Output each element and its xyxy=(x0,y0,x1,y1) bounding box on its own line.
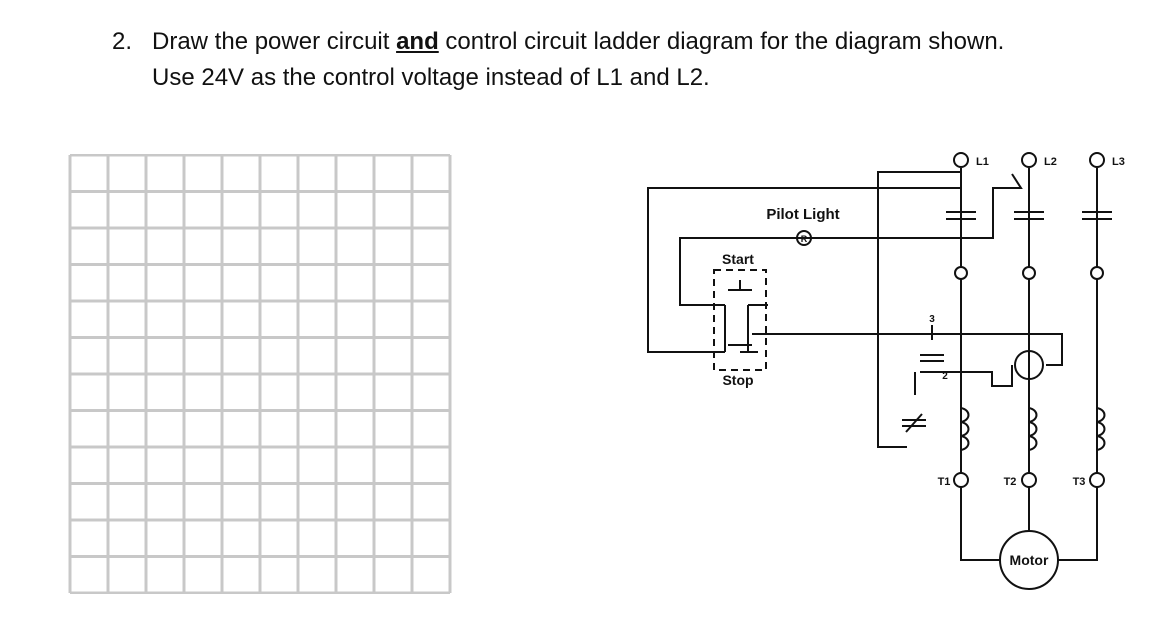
overload-heater-1 xyxy=(960,407,970,451)
label-l1: L1 xyxy=(976,156,989,168)
terminal-l2 xyxy=(1021,152,1037,168)
label-l2: L2 xyxy=(1044,156,1057,168)
label-start: Start xyxy=(722,251,754,267)
motor-lead-t1 xyxy=(960,482,1000,561)
motor-symbol xyxy=(999,530,1059,590)
coil-feed-wire xyxy=(752,333,1063,366)
terminal-l1-mid xyxy=(954,266,968,280)
terminal-l3-mid xyxy=(1090,266,1104,280)
label-t3: T3 xyxy=(1073,476,1086,488)
question-line1-post: control circuit ladder diagram for the d… xyxy=(438,28,1005,55)
label-l3: L3 xyxy=(1112,156,1125,168)
wiring-diagram: L1 L2 L3 Pilot Light R Start Stop 3 2 T1… xyxy=(647,152,1125,590)
overload-heater-2 xyxy=(1028,407,1038,451)
contactor-coil xyxy=(1014,350,1044,380)
question-number: 2. xyxy=(112,28,133,55)
pilot-light-lamp xyxy=(796,230,812,246)
label-motor: Motor xyxy=(1010,552,1049,568)
answer-grid[interactable] xyxy=(68,154,452,594)
label-aux-bot: 2 xyxy=(942,371,948,382)
terminal-t1 xyxy=(953,472,969,488)
terminals xyxy=(953,152,1105,488)
terminal-t2 xyxy=(1021,472,1037,488)
terminal-l3 xyxy=(1089,152,1105,168)
motor-lead-t3 xyxy=(1058,482,1098,561)
labels: L1 L2 L3 Pilot Light R Start Stop 3 2 T1… xyxy=(722,156,1125,568)
question-text: Draw the power circuit and control circu… xyxy=(152,24,1150,96)
terminal-t3 xyxy=(1089,472,1105,488)
label-pilot-light: Pilot Light xyxy=(766,206,839,223)
terminal-l1 xyxy=(953,152,969,168)
coil-return-wire xyxy=(920,365,1013,387)
question-line2: Use 24V as the control voltage instead o… xyxy=(152,64,710,91)
overload-feed-wire xyxy=(877,171,961,448)
label-pilot-lamp: R xyxy=(801,234,808,244)
overload-contact-slash xyxy=(905,413,923,433)
control-wire-l2 xyxy=(679,173,1023,306)
label-stop: Stop xyxy=(722,372,753,388)
label-aux-top: 3 xyxy=(929,314,935,325)
label-t1: T1 xyxy=(938,476,951,488)
question-line1-pre: Draw the power circuit xyxy=(152,28,397,55)
wires xyxy=(647,168,1112,590)
question-line1-emphasis: and xyxy=(396,28,439,55)
overload-heater-3 xyxy=(1096,407,1106,451)
terminal-l2-mid xyxy=(1022,266,1036,280)
pushbutton-station-box xyxy=(713,269,767,371)
label-t2: T2 xyxy=(1004,476,1017,488)
control-wire-l1 xyxy=(647,187,961,353)
